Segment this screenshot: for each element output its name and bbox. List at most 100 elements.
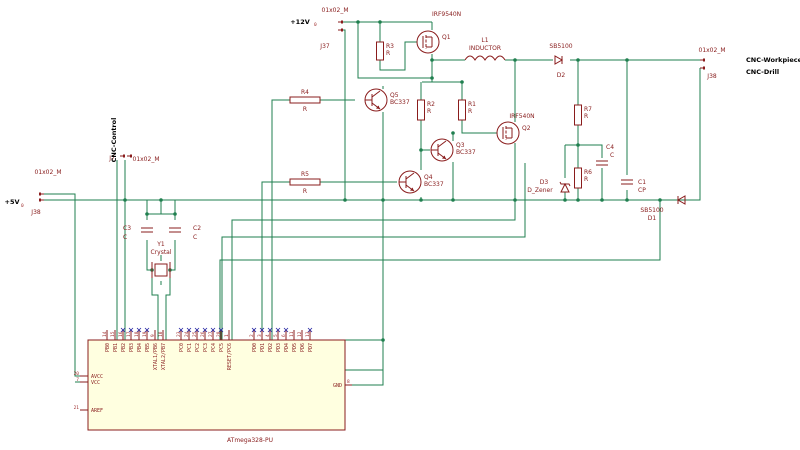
no-connect-marker	[178, 327, 184, 333]
wire	[578, 144, 603, 158]
no-connect-marker	[283, 327, 289, 333]
q3-ref: Q3	[456, 142, 465, 149]
j37-power-sub: 0	[314, 22, 317, 28]
j38b-net1: CNC-Workpiece	[746, 56, 800, 64]
wire	[219, 200, 661, 340]
resistor-r4	[289, 96, 321, 104]
j38-value: 01x02_M	[35, 169, 62, 176]
l1-value: INDUCTOR	[469, 45, 501, 52]
wire	[345, 200, 384, 341]
mcu-pin-label: PD1	[260, 343, 266, 352]
d1-ref: D1	[648, 215, 657, 222]
diode-d2	[554, 55, 564, 65]
inductor-l1	[464, 55, 506, 61]
mcu-pin-number: 5	[273, 334, 279, 337]
transistor-arrow	[376, 105, 380, 109]
no-connect-marker	[202, 327, 208, 333]
no-connect-marker	[259, 327, 265, 333]
j37-power: +12V	[290, 18, 310, 26]
junction-dot	[625, 198, 629, 202]
no-connect-marker	[144, 327, 150, 333]
junction-dot	[600, 198, 604, 202]
junction-dot	[419, 198, 423, 202]
transistor-arrow	[442, 155, 446, 159]
no-connect-marker	[267, 327, 273, 333]
no-connect-marker	[251, 327, 257, 333]
mcu-pin-label: PC3	[203, 343, 209, 352]
j38b-value: 01x02_M	[699, 47, 726, 54]
c1-ref: C1	[638, 179, 646, 186]
l1-ref: L1	[481, 37, 488, 44]
mcu-pin-label: PB3	[129, 343, 135, 352]
j38b-net2: CNC-Drill	[746, 68, 779, 76]
j37-ref: J37	[319, 43, 330, 50]
wire	[420, 120, 430, 151]
wire	[431, 54, 465, 61]
mcu-pin-label: RESET/PC6	[227, 343, 233, 370]
y1-value: Crystal	[150, 249, 171, 256]
transistor-collector	[405, 172, 415, 180]
resistor-r1	[458, 99, 466, 121]
wire	[231, 200, 516, 340]
no-connect-marker	[136, 327, 142, 333]
mcu-pin-label: PB5	[145, 343, 151, 352]
r1-value: R	[468, 108, 472, 115]
mcu-pin-number: 2	[249, 334, 255, 337]
r7-ref: R7	[584, 106, 592, 113]
mcu-pin-number: 21	[74, 405, 80, 411]
no-connect-marker	[307, 327, 313, 333]
junction-dot	[430, 76, 434, 80]
transistor-collector	[371, 90, 381, 98]
junction-dot	[513, 198, 517, 202]
mcu-pin-label: AREF	[91, 408, 103, 414]
q1-value: IRF9540N	[432, 11, 461, 18]
no-connect-marker	[186, 327, 192, 333]
components	[39, 20, 705, 431]
wire	[151, 270, 159, 340]
q2-value: IRF540N	[509, 113, 534, 120]
wire	[165, 270, 171, 340]
q4-ref: Q4	[424, 174, 433, 181]
c4-value: C	[610, 152, 614, 159]
junction-dot	[576, 143, 580, 147]
no-connect-marker	[218, 327, 224, 333]
mcu-pin-number: 17	[126, 331, 132, 337]
junction-dot	[576, 198, 580, 202]
mcu-pin-label: VCC	[91, 380, 100, 386]
y1-ref: Y1	[156, 241, 165, 248]
mcu-pin-label: PC2	[195, 343, 201, 352]
junction-dot	[381, 198, 385, 202]
mcu-pin-number: 24	[184, 331, 190, 337]
j38b-ref: J38	[706, 73, 717, 80]
mcu-pin-label: PD0	[252, 343, 258, 352]
mcu-pin-number: 18	[134, 331, 140, 337]
junctions	[123, 20, 662, 342]
mcu-pin-number: 8	[347, 379, 350, 385]
mcu-pin-number: 25	[192, 331, 198, 337]
mcu-pin-label: PC4	[211, 343, 217, 352]
mcu-pin-label: PB2	[121, 343, 127, 352]
r4-value: R	[303, 106, 307, 113]
q4-value: BC337	[424, 181, 444, 188]
connector-contact	[341, 20, 343, 24]
wire	[345, 340, 384, 371]
resistor-r7	[574, 104, 582, 126]
junction-dot	[145, 212, 149, 216]
mcu-pin-label: PB4	[137, 343, 143, 352]
mcu-name: ATmega328-PU	[227, 437, 273, 444]
connector-contact	[703, 66, 705, 70]
junction-dot	[430, 58, 434, 62]
mcu-pin-label: XTAL1/PB6	[153, 343, 159, 370]
j7-value: 01x02_M	[133, 156, 160, 163]
d2-value: SB5100	[549, 43, 572, 50]
mcu-pin-number: 20	[74, 371, 80, 377]
connector-contact	[703, 58, 705, 62]
junction-dot	[381, 338, 385, 342]
junction-dot	[173, 212, 177, 216]
d2-ref: D2	[557, 72, 566, 79]
r2-ref: R2	[427, 101, 435, 108]
r7-value: R	[584, 113, 588, 120]
mcu-pin-number: 6	[281, 334, 287, 337]
j7-net: CNC-Control	[110, 118, 118, 163]
